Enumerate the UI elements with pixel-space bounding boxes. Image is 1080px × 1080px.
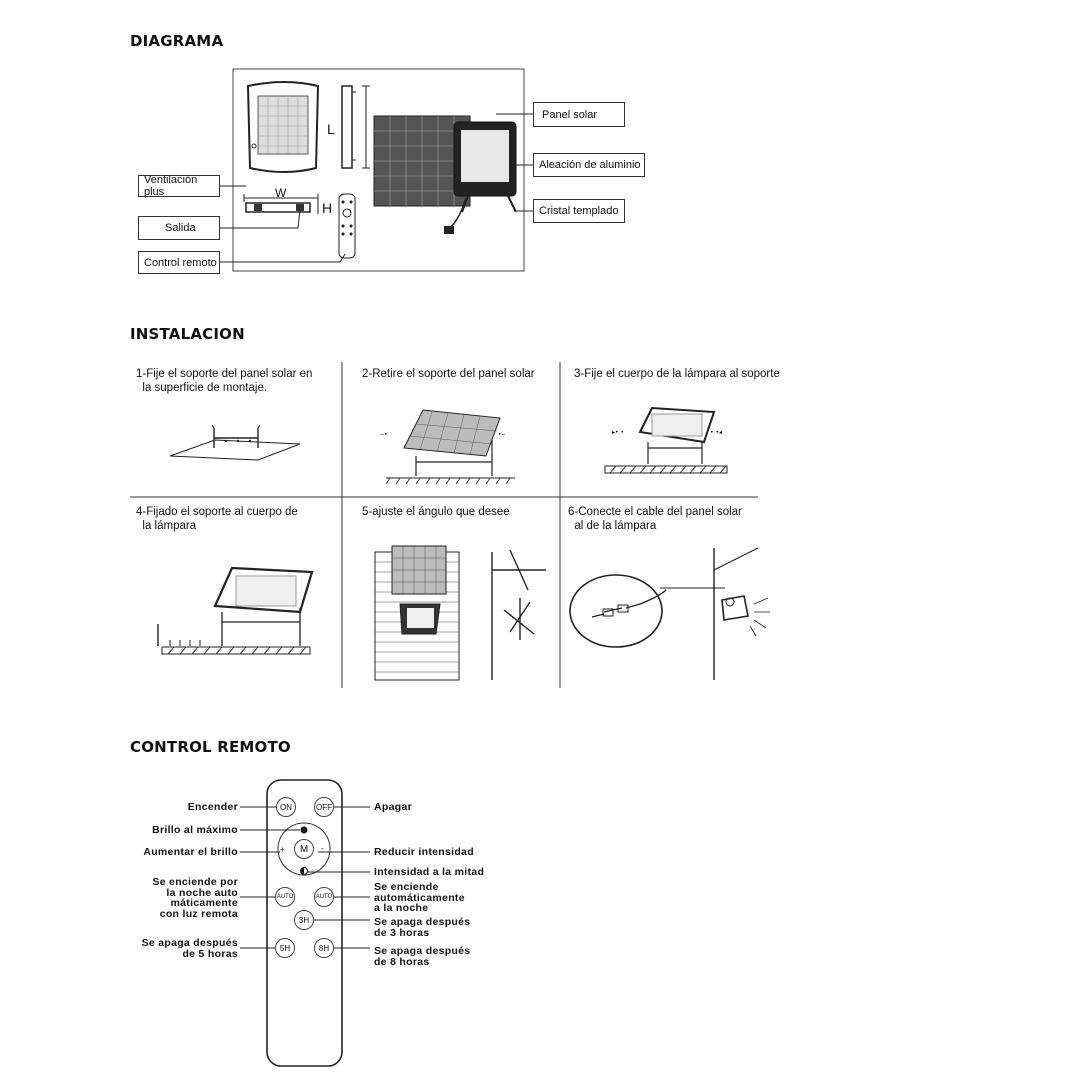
remote-5h-button: 5H [275,938,295,958]
label-aleacion: Aleación de aluminio [533,153,645,177]
svg-text:▸• •: ▸• • [612,429,624,436]
section-title-install: INSTALACION [130,325,245,343]
install-step-1: 1-Fije el soporte del panel solar en la … [136,368,313,394]
remote-label-5h: Se apaga después de 5 horas [141,937,238,960]
remote-plus-sign: + [280,845,285,854]
install-step-3: 3-Fije el cuerpo de la lámpara al soport… [574,368,780,380]
dim-w-label: W [275,186,287,200]
section-title-remote: CONTROL REMOTO [130,738,291,756]
label-control-remoto: Control remoto [138,251,220,274]
label-salida: Salida [138,216,220,240]
remote-label-aumentar: Aumentar el brillo [143,846,238,858]
remote-auto-left-button: AUTO [275,887,295,907]
install-step-4: 4-Fijado el soporte al cuerpo de la lámp… [136,506,298,532]
remote-label-8h: Se apaga después de 8 horas [374,945,471,968]
remote-3h-button: 3H [294,910,314,930]
dim-h-label: H [322,200,333,216]
label-cristal: Cristal templado [533,199,625,223]
remote-8h-button: 8H [314,938,334,958]
remote-label-3h: Se apaga después de 3 horas [374,916,471,939]
dim-l-label: L [327,121,335,137]
install-step-5: 5-ajuste el ángulo que desee [362,506,510,518]
remote-off-button: OFF [314,797,334,817]
section-title-diagram: DIAGRAMA [130,32,224,50]
remote-on-button: ON [276,797,296,817]
remote-m-button: M [294,839,314,859]
install-step-6: 6-Conecte el cable del panel solar al de… [568,506,742,532]
remote-label-mitad: Intensidad a la mitad [374,866,485,878]
remote-minus-sign: - [321,844,324,853]
remote-label-auto-remota: Se enciende por la noche auto máticament… [152,876,238,920]
remote-label-encender: Encender [187,801,238,813]
remote-label-brillo-max: Brillo al máximo [152,824,238,836]
remote-auto-right-button: AUTO [314,887,334,907]
svg-text:• •◂: • •◂ [710,429,722,436]
remote-label-reducir: Reducir intensidad [374,846,474,858]
label-panel-solar: Panel solar [533,102,625,127]
remote-label-apagar: Apagar [374,801,412,813]
svg-text:•‒: •‒ [498,431,506,438]
install-step-2: 2-Retire el soporte del panel solar [362,368,535,380]
remote-label-auto-noche: Se enciende automáticamente a la noche [374,881,465,914]
label-ventilacion: Ventilación plus [138,174,220,198]
svg-text:‒•: ‒• [380,431,387,438]
